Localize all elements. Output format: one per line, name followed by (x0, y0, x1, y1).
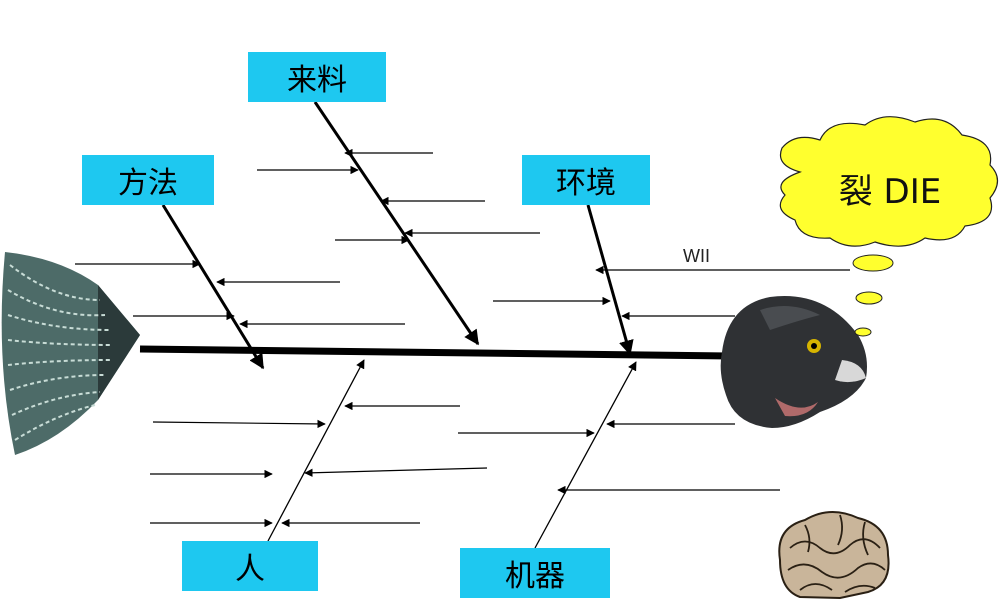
category-machine-label: 机器 (505, 559, 565, 594)
annotation-label: WII (683, 246, 710, 266)
category-environment-label: 环境 (556, 166, 616, 201)
brain-icon (778, 511, 890, 600)
category-method-label: 方法 (118, 166, 178, 201)
effect-label: 裂 DIE (838, 171, 942, 212)
category-man-label: 人 (235, 552, 265, 587)
bone-method (161, 204, 265, 370)
sub-cause-arrows (75, 148, 850, 528)
bone-environment (586, 204, 634, 356)
fish-tail-icon (1, 252, 140, 455)
category-material-label: 来料 (287, 63, 347, 98)
thought-bubble-icon (779, 116, 999, 337)
category-machine: 机器 (460, 548, 610, 598)
fish-head-icon (720, 296, 867, 428)
main-spine (139, 345, 731, 360)
bone-man (267, 359, 365, 542)
category-method: 方法 (82, 155, 214, 205)
category-material: 来料 (248, 52, 386, 102)
category-environment: 环境 (522, 155, 650, 205)
bone-machine (534, 361, 637, 549)
category-man: 人 (182, 541, 318, 591)
bone-material (313, 101, 480, 346)
